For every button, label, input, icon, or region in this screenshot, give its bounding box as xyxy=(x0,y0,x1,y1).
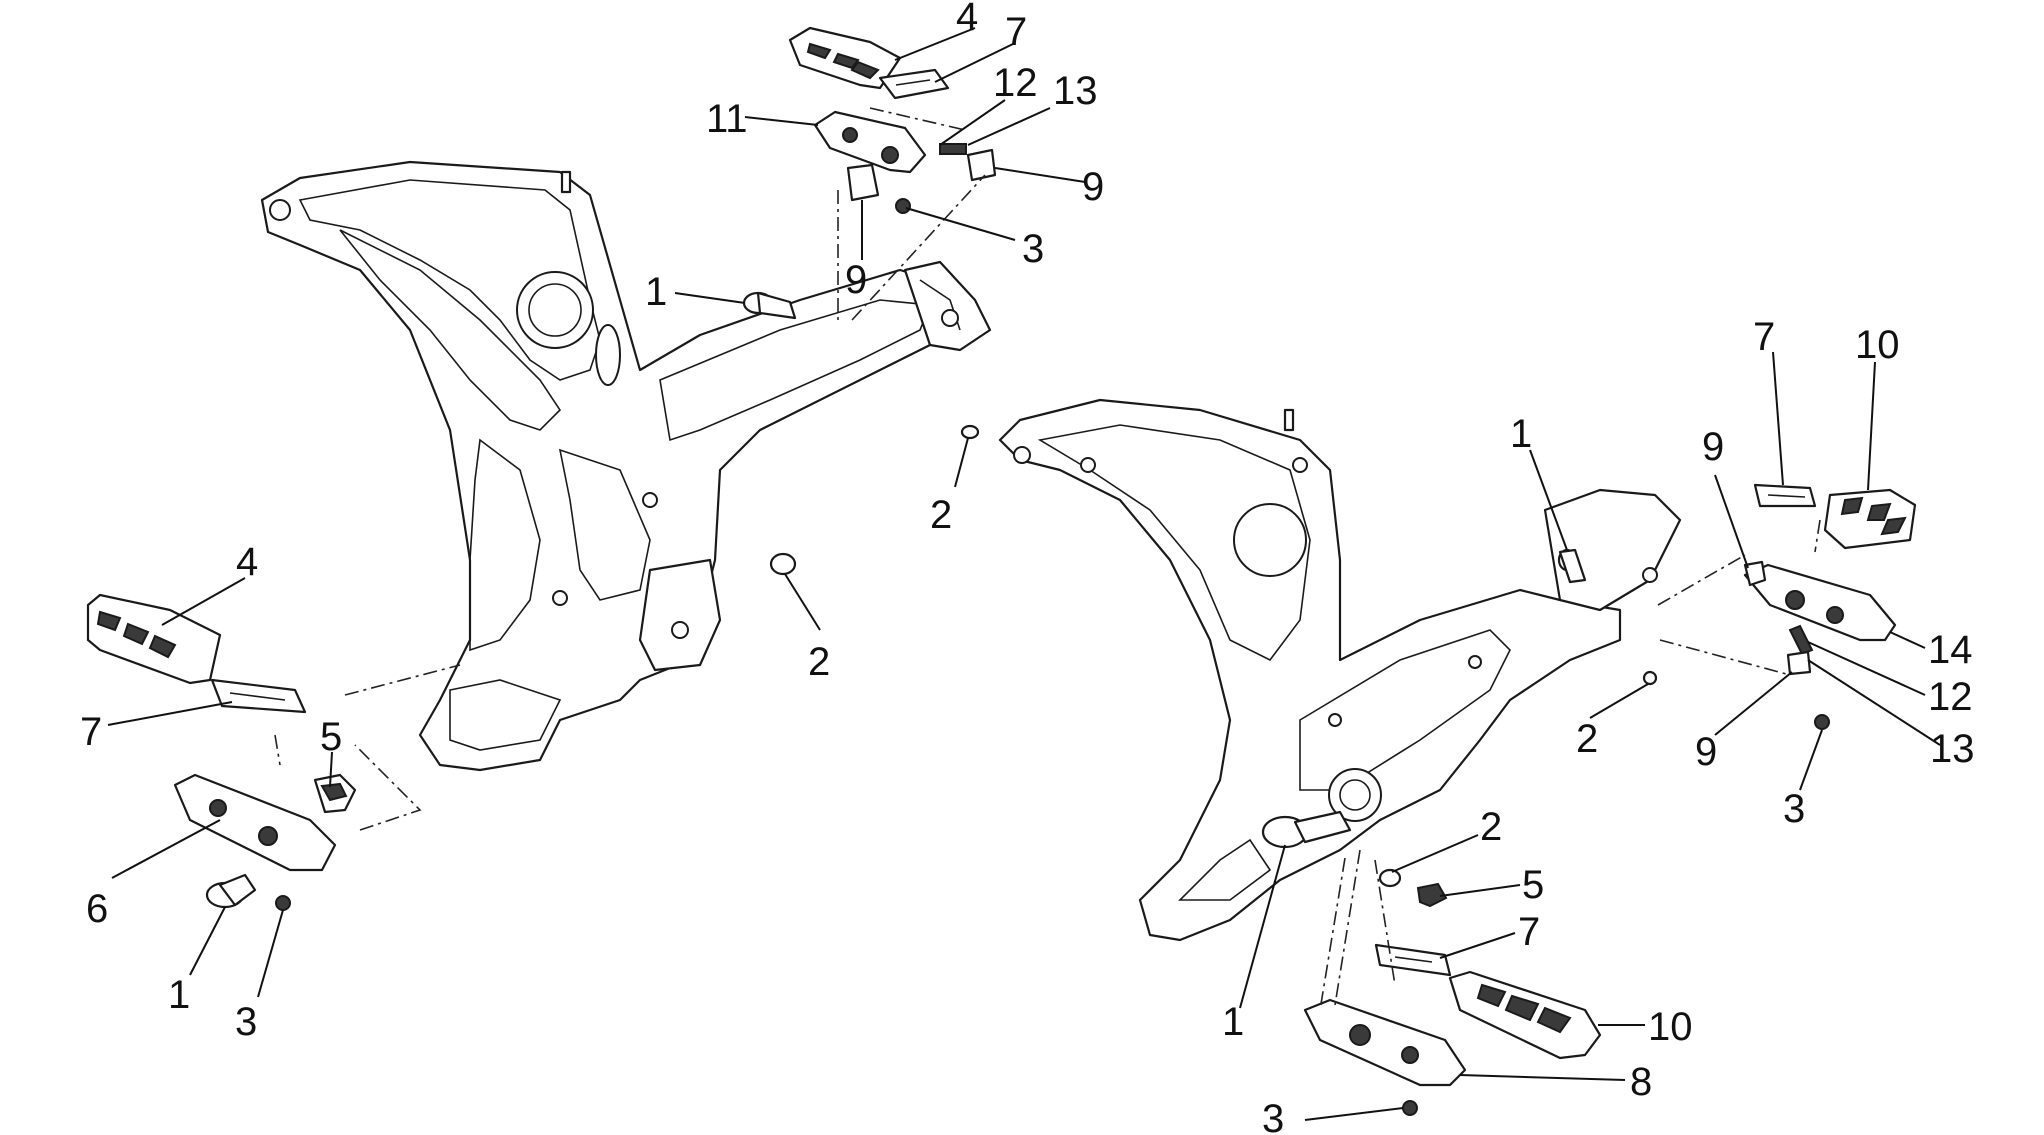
callout-right-upper-12: 12 xyxy=(1928,675,1973,719)
callout-top-9a: 9 xyxy=(1082,165,1104,209)
leader-lines xyxy=(107,27,1941,1121)
callout-right-lower-1: 1 xyxy=(1222,1000,1244,1044)
left-frame-clip-upper xyxy=(960,424,980,440)
callout-lower-left-3: 3 xyxy=(235,1000,257,1044)
callout-top-3: 3 xyxy=(1022,227,1044,271)
right-upper-footpeg-body xyxy=(1743,563,1897,642)
left-footpeg-bracket xyxy=(260,160,992,772)
callout-top-9b: 9 xyxy=(845,258,867,302)
right-footpeg-bracket xyxy=(998,398,1682,942)
callout-right-upper-14: 14 xyxy=(1928,628,1973,672)
right-frame-clip xyxy=(1642,670,1658,686)
callout-right-lower-5: 5 xyxy=(1522,863,1544,907)
callout-right-upper-9b: 9 xyxy=(1695,730,1717,774)
callout-lower-left-5: 5 xyxy=(320,715,342,759)
callout-lower-left-4: 4 xyxy=(236,540,258,584)
right-lower-footpeg-assembly xyxy=(1261,810,1602,1116)
callout-left-frame-2b: 2 xyxy=(808,640,830,684)
callout-right-upper-7: 7 xyxy=(1753,315,1775,359)
callout-top-11: 11 xyxy=(706,97,748,141)
callout-right-upper-3: 3 xyxy=(1783,787,1805,831)
callout-right-upper-9a: 9 xyxy=(1702,425,1724,469)
top-footpeg-body xyxy=(813,110,927,174)
right-lower-footpeg-body xyxy=(1303,998,1467,1087)
callout-top-13: 13 xyxy=(1053,69,1098,113)
callout-right-frame-1: 1 xyxy=(1510,412,1532,456)
callout-lower-left-6: 6 xyxy=(86,887,108,931)
callout-right-upper-10: 10 xyxy=(1855,323,1900,367)
callout-right-lower-3: 3 xyxy=(1262,1097,1284,1135)
callout-right-lower-7: 7 xyxy=(1518,910,1540,954)
callout-right-frame-2a: 2 xyxy=(1576,717,1598,761)
top-footpeg-assembly xyxy=(788,26,997,214)
lower-left-footpeg-body xyxy=(173,773,337,872)
callout-labels: 4 7 11 12 13 9 3 9 1 2 2 4 7 5 6 1 3 1 2… xyxy=(80,0,1975,1135)
callout-right-lower-2: 2 xyxy=(1480,805,1502,849)
top-bracket-right xyxy=(966,148,997,182)
right-upper-bracket xyxy=(1743,560,1767,587)
lower-left-footpeg-assembly xyxy=(86,593,357,911)
left-frame-clip-lower xyxy=(769,552,797,576)
assembly-lines xyxy=(274,107,1821,1011)
callout-right-lower-10: 10 xyxy=(1648,1005,1693,1049)
callout-lower-left-1: 1 xyxy=(168,973,190,1017)
callout-right-lower-8: 8 xyxy=(1630,1060,1652,1104)
callout-top-4: 4 xyxy=(956,0,978,39)
top-footpeg-plate xyxy=(878,68,950,100)
callout-lower-left-7: 7 xyxy=(80,710,102,754)
small-parts xyxy=(742,291,1658,686)
callout-right-upper-13: 13 xyxy=(1930,727,1975,771)
top-bracket-left xyxy=(846,163,880,202)
right-lower-bracket xyxy=(1786,650,1812,676)
callout-left-frame-2a: 2 xyxy=(930,493,952,537)
callout-top-12: 12 xyxy=(993,61,1038,105)
right-upper-spring xyxy=(1788,624,1814,656)
callout-left-frame-1: 1 xyxy=(645,270,667,314)
right-upper-footpeg-assembly xyxy=(1743,483,1917,730)
callout-top-7: 7 xyxy=(1005,10,1027,54)
right-lower-spring xyxy=(1416,882,1448,908)
